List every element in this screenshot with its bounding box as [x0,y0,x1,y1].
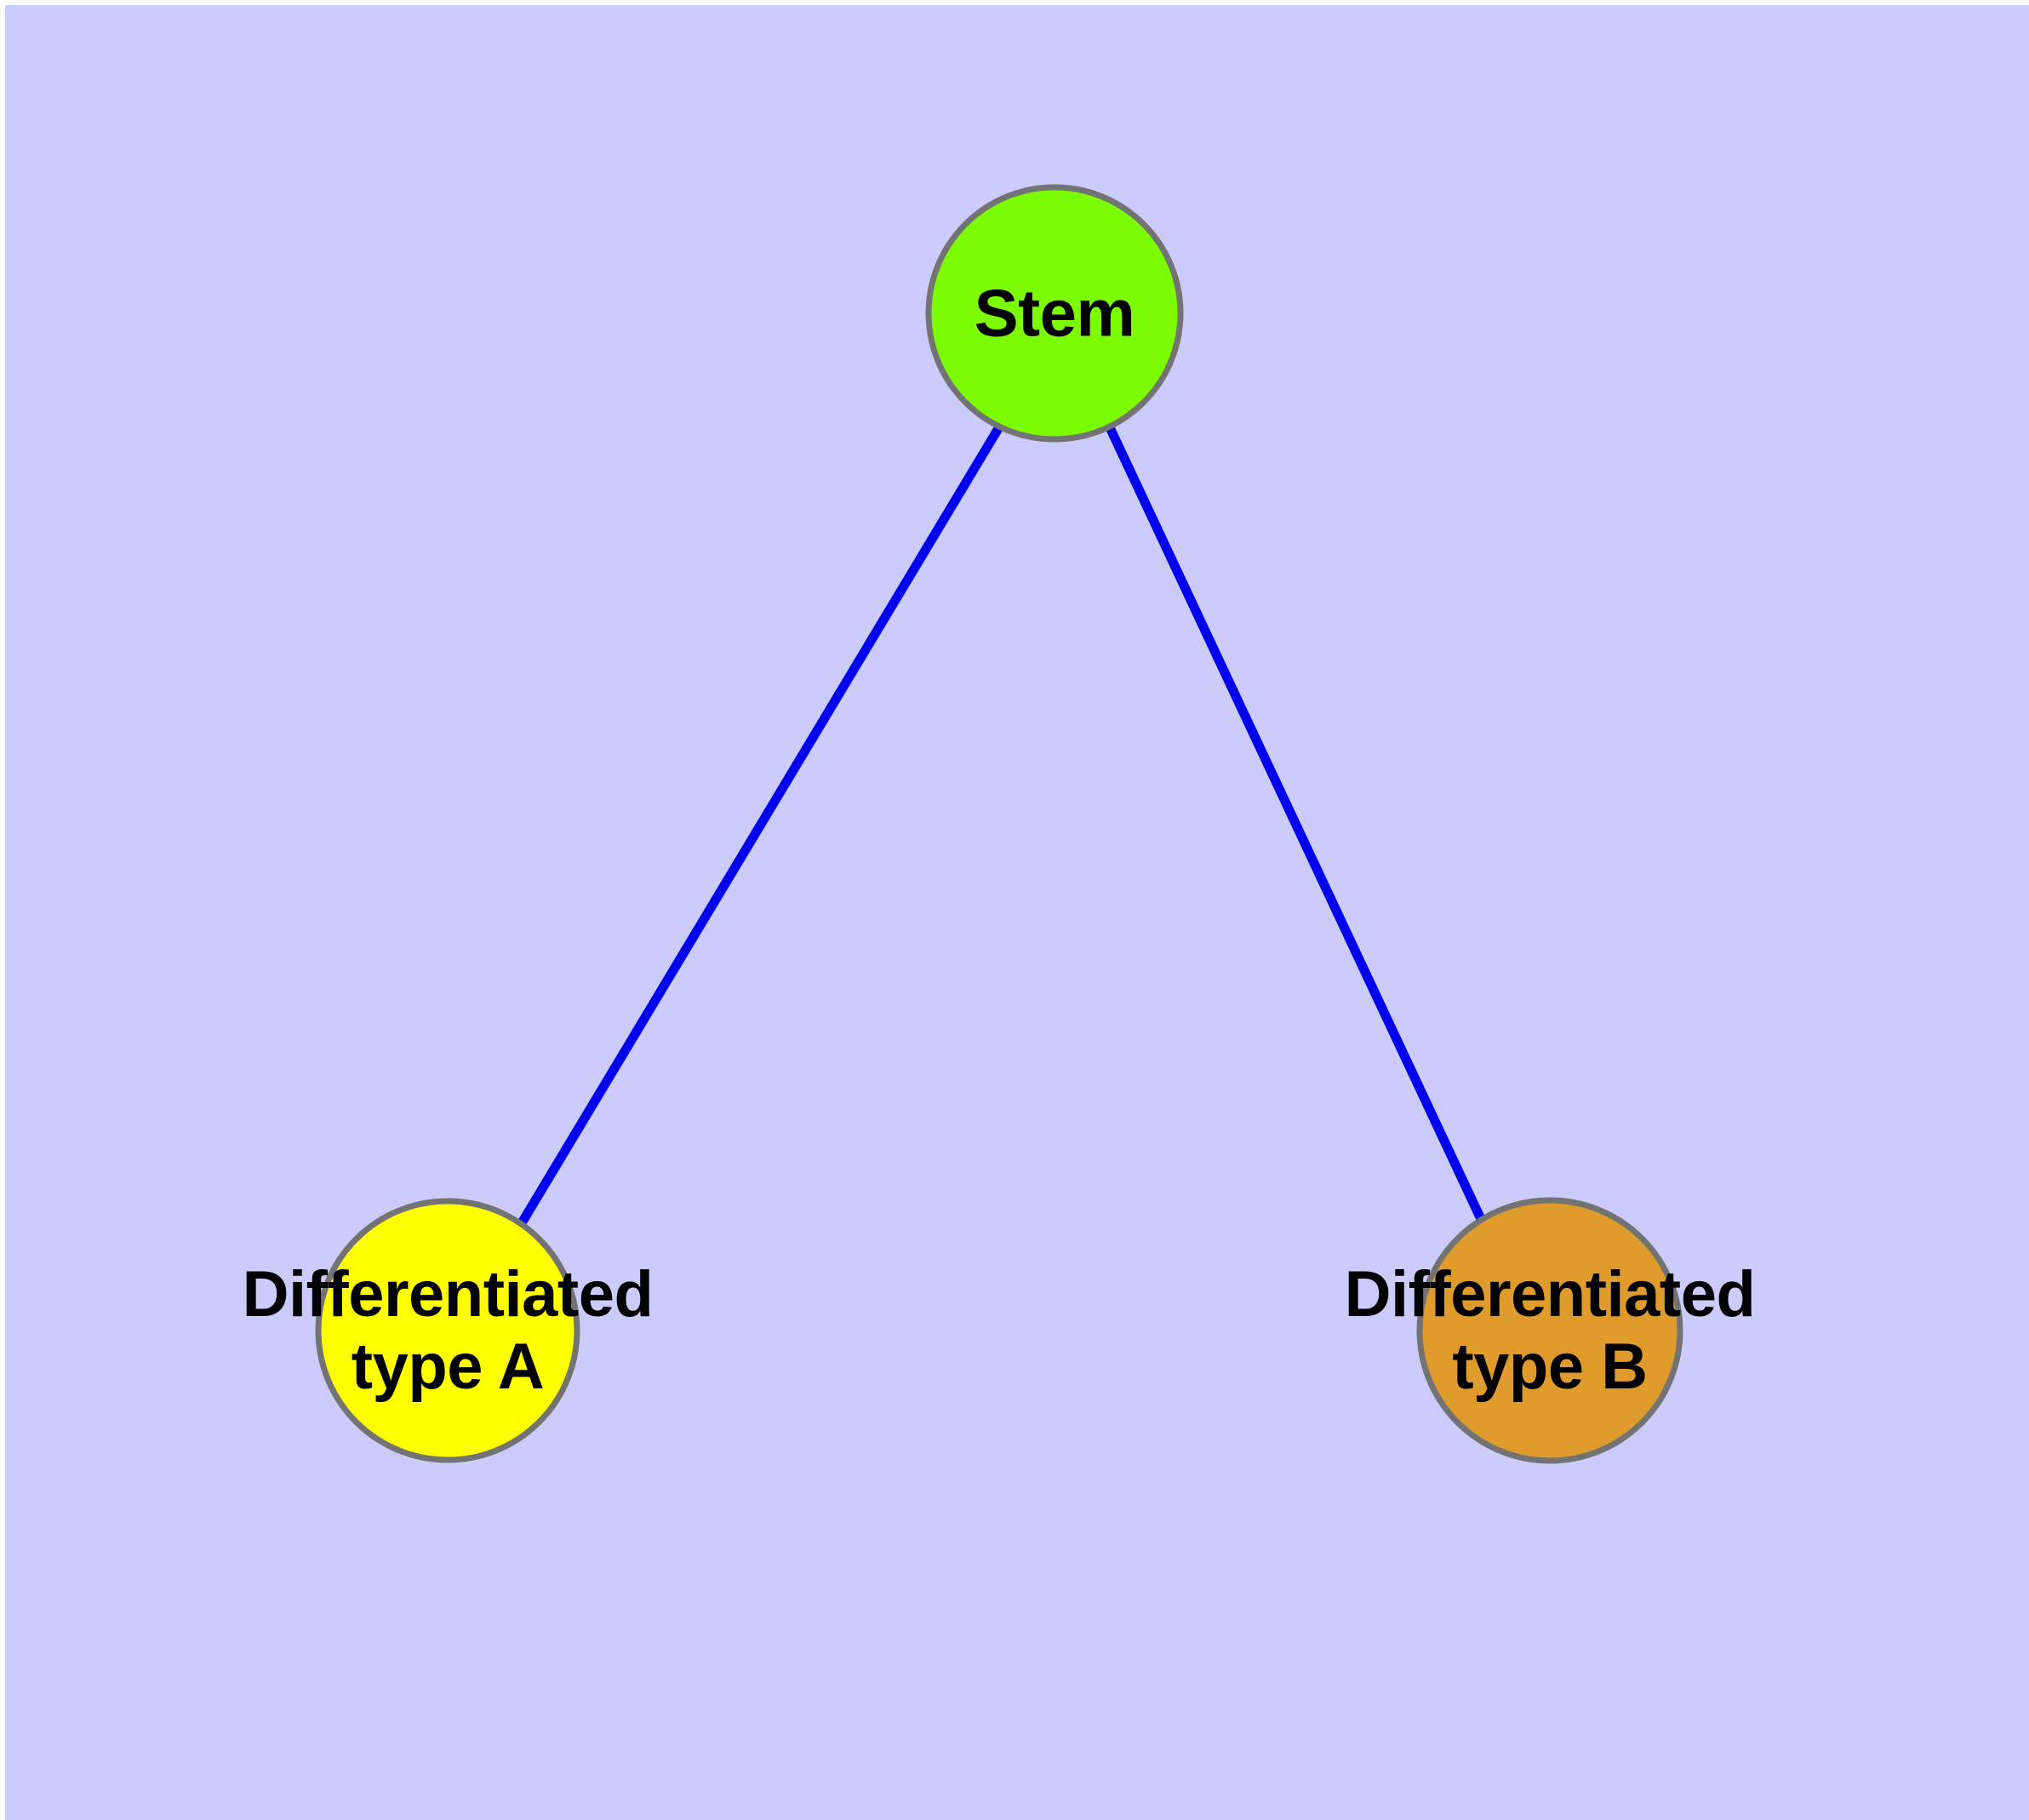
node-circle-diff-b[interactable] [1416,1197,1683,1464]
edge-stem-to-diff-a[interactable] [518,423,1004,1224]
edge-layer [518,423,1485,1224]
node-circle-diff-a[interactable] [315,1198,580,1463]
node-circle-stem[interactable] [925,184,1184,443]
edge-stem-to-diff-b[interactable] [1105,423,1485,1222]
node-layer [315,184,1683,1464]
